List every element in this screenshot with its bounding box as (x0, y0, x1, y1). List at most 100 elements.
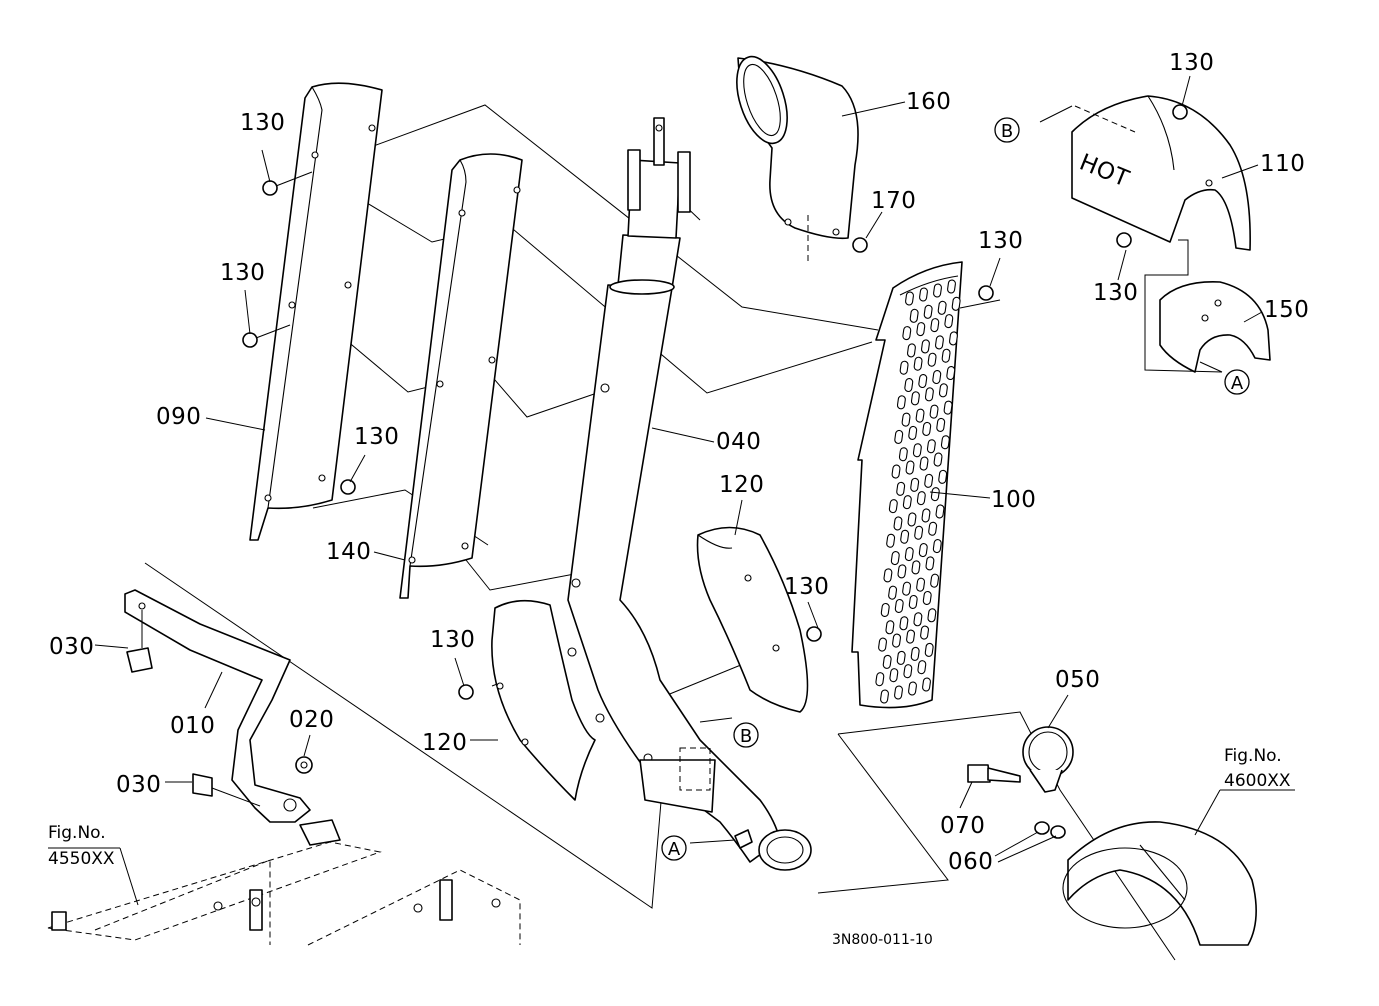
guard-slot (951, 296, 961, 311)
fig-ref-left: Fig.No. 4550XX (48, 823, 115, 869)
guard-slot (930, 318, 940, 333)
hot-cover-110: HOT (1071, 95, 1251, 251)
label-120-left: 120 (422, 730, 467, 756)
drawing-code: 3N800-011-10 (832, 932, 933, 948)
guard-slot (927, 608, 937, 623)
rain-cap-160 (736, 55, 859, 262)
bolt-130-h (458, 684, 474, 700)
guard-slot (918, 374, 928, 389)
label-100: 100 (991, 487, 1036, 513)
label-130-left: 130 (220, 260, 265, 286)
guard-slot (922, 590, 932, 605)
label-130-elbow: 130 (784, 574, 829, 600)
guard-slot (892, 633, 902, 648)
guard-slot (899, 616, 909, 631)
bolt-130-c (340, 479, 356, 495)
elbow-shield-120-right (696, 526, 809, 713)
guard-slot (902, 326, 912, 341)
label-170: 170 (871, 188, 916, 214)
guard-slot (901, 412, 911, 427)
guard-slot (899, 360, 909, 375)
guard-slot (947, 279, 956, 294)
guard-slot (917, 660, 927, 675)
guard-slot (922, 421, 932, 436)
guard-slot (924, 642, 934, 657)
guard-slot (905, 291, 914, 306)
bolt-130-a (262, 171, 313, 196)
guard-slots (875, 279, 961, 704)
label-130-guard: 130 (978, 228, 1023, 254)
guard-slot (944, 314, 954, 329)
guard-slot (910, 477, 920, 492)
bolt-130-e (1172, 104, 1188, 120)
callout-a-pipe: A (661, 835, 687, 861)
guard-slot (880, 602, 890, 617)
bolt-170 (852, 237, 868, 253)
guard-slot (918, 543, 928, 558)
label-050: 050 (1055, 667, 1100, 693)
guard-slot (934, 335, 944, 350)
shield-140 (399, 153, 523, 599)
guard-slot (924, 387, 934, 402)
guard-slot (916, 491, 926, 506)
guard-slot (937, 300, 947, 315)
guard-slot (902, 495, 912, 510)
callout-b-pipe: B (733, 722, 759, 748)
label-060: 060 (948, 849, 993, 875)
guard-slot (916, 322, 926, 337)
label-130-top-left: 130 (240, 110, 285, 136)
guard-slot (935, 504, 945, 519)
label-030-top: 030 (49, 634, 94, 660)
guard-slot (904, 547, 914, 562)
fig-ref-right: Fig.No. 4600XX (1224, 746, 1291, 791)
guard-slot (882, 654, 892, 669)
svg-text:A: A (1231, 373, 1244, 394)
guard-slot (910, 391, 920, 406)
guard-slot (920, 339, 930, 354)
guard-slot (880, 689, 889, 704)
svg-text:4600XX: 4600XX (1224, 771, 1291, 791)
guard-slot (912, 443, 922, 458)
guard-slot (932, 539, 942, 554)
bolt-030-b (192, 773, 261, 807)
guard-slot (925, 556, 935, 571)
guard-slot (924, 473, 934, 488)
label-090: 090 (156, 404, 201, 430)
svg-text:B: B (740, 726, 752, 747)
guard-slot (910, 646, 920, 661)
guard-slot (896, 481, 906, 496)
guard-slot (902, 581, 912, 596)
guard-slot (908, 594, 918, 609)
bolt-130-f (1116, 232, 1132, 248)
small-cover-150 (1159, 281, 1271, 373)
guard-slot (906, 343, 916, 358)
guard-slot (908, 681, 917, 696)
part-labels: 160 170 130 110 130 150 130 100 130 130 … (49, 50, 1309, 875)
callout-a-top: A (1224, 369, 1250, 395)
guard-slot (932, 370, 942, 385)
guard-slot (913, 612, 923, 627)
label-010: 010 (170, 713, 215, 739)
guard-slot (890, 551, 900, 566)
guard-slot (900, 529, 910, 544)
guard-slot (933, 452, 943, 467)
callout-b-top: B (994, 117, 1020, 143)
guard-slot (906, 629, 916, 644)
guard-slot (922, 677, 931, 692)
guard-slot (930, 487, 940, 502)
guard-slot (893, 516, 903, 531)
guard-slot (940, 435, 950, 450)
guard-slot (941, 348, 951, 363)
guard-slot (943, 400, 953, 415)
guard-slot (927, 352, 937, 367)
svg-text:B: B (1001, 121, 1013, 142)
svg-text:4550XX: 4550XX (48, 849, 115, 869)
label-leaders (48, 75, 1295, 906)
guard-slot (904, 378, 914, 393)
bracket-010 (124, 589, 311, 823)
guard-slot (926, 439, 936, 454)
label-130-top-right: 130 (1169, 50, 1214, 76)
guard-slot (894, 598, 904, 613)
